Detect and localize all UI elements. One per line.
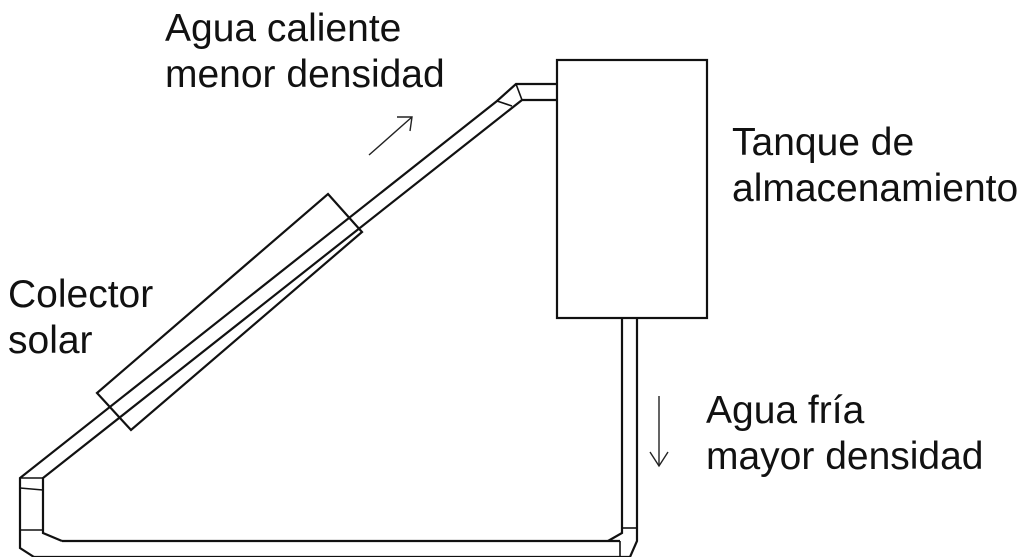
cold-water-label-line-1: Agua fría — [706, 389, 865, 432]
hot-pipe-joint-top — [515, 83, 523, 101]
collector-label: Colector solar — [8, 272, 153, 364]
collector-label-line-1: Colector — [8, 273, 154, 316]
cold-flow-arrow — [649, 396, 669, 468]
storage-tank — [555, 58, 709, 320]
cold-water-label: Agua fría mayor densidad — [706, 388, 984, 480]
solar-collector — [95, 192, 364, 432]
tank-label-line-2: almacenamiento — [732, 167, 1018, 210]
tank-label-line-1: Tanque de — [732, 121, 915, 164]
cold-pipe-left — [607, 318, 624, 542]
cold-pipe-right — [628, 318, 639, 557]
hot-water-label: Agua caliente menor densidad — [165, 6, 445, 98]
elbow-left-joint-2 — [19, 487, 44, 491]
hot-water-label-line-2: menor densidad — [165, 53, 445, 96]
collector-label-line-2: solar — [8, 319, 93, 362]
hot-flow-arrow — [368, 116, 413, 156]
hot-pipe-outer — [18, 82, 557, 557]
hot-water-label-line-1: Agua caliente — [165, 7, 402, 50]
cold-water-label-line-2: mayor densidad — [706, 435, 984, 478]
tank-label: Tanque de almacenamiento — [732, 120, 1018, 212]
hot-pipe-joint-corner — [496, 100, 513, 107]
